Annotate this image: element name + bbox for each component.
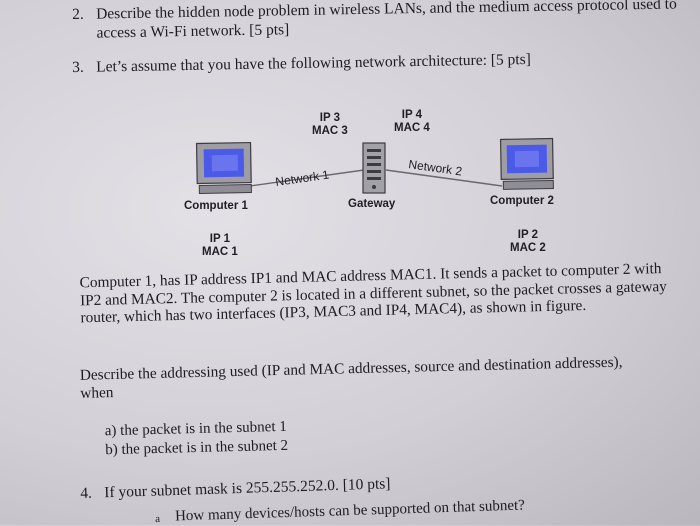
question-4-number: 4. bbox=[80, 484, 93, 502]
sub-question-list: a) the packet is in the subnet 1 b) the … bbox=[105, 418, 289, 460]
interface-3-mac: MAC 3 bbox=[312, 125, 348, 137]
computer-2-mac: MAC 2 bbox=[510, 242, 546, 254]
computer-1-icon bbox=[195, 141, 252, 194]
gateway-icon bbox=[362, 142, 386, 194]
interface-3-ip: IP 3 bbox=[319, 112, 341, 124]
computer-2-ip: IP 2 bbox=[517, 229, 539, 241]
computer-1-address: IP 1 MAC 1 bbox=[202, 233, 238, 259]
interface-4-address: IP 4 MAC 4 bbox=[394, 109, 430, 135]
computer-1-label: Computer 1 bbox=[184, 200, 248, 212]
interface-4-mac: MAC 4 bbox=[394, 122, 430, 134]
interface-3-address: IP 3 MAC 3 bbox=[312, 112, 348, 138]
question-4a-letter: a bbox=[154, 512, 161, 526]
gateway-label: Gateway bbox=[348, 198, 396, 210]
network-2-link bbox=[385, 169, 503, 187]
computer-2-label: Computer 2 bbox=[490, 195, 554, 207]
interface-4-ip: IP 4 bbox=[401, 109, 423, 121]
network-1-link bbox=[249, 169, 365, 187]
computer-2-address: IP 2 MAC 2 bbox=[510, 229, 546, 255]
computer-1-ip: IP 1 bbox=[209, 233, 231, 245]
computer-1-mac: MAC 1 bbox=[202, 246, 238, 258]
computer-2-icon bbox=[499, 137, 554, 190]
network-1-label: Network 1 bbox=[274, 168, 330, 189]
network-2-label: Network 2 bbox=[408, 157, 464, 178]
